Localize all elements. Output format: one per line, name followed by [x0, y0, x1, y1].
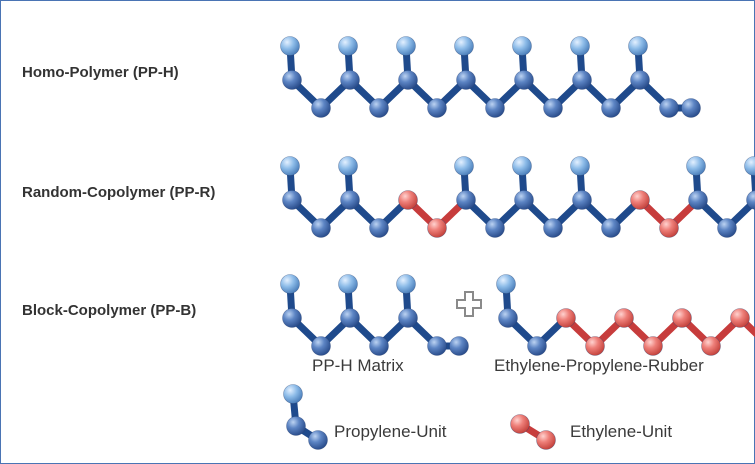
propylene-bead [340, 70, 360, 90]
propylene-bead [659, 98, 679, 118]
propylene-bead [311, 336, 331, 356]
propylene-bead [282, 190, 302, 210]
propylene-bead [717, 218, 737, 238]
ethylene-bead [536, 430, 556, 450]
methyl-side-bead [570, 156, 590, 176]
propylene-bead [514, 190, 534, 210]
ethylene-bead [659, 218, 679, 238]
methyl-side-bead [744, 156, 755, 176]
propylene-bead [427, 336, 447, 356]
random-copolymer-label: Random-Copolymer (PP-R) [22, 184, 216, 201]
methyl-side-bead [338, 36, 358, 56]
propylene-bead [456, 190, 476, 210]
ethylene-propylene-rubber-caption: Ethylene-Propylene-Rubber [494, 356, 704, 375]
propylene-bead [681, 98, 701, 118]
ethylene-bead [630, 190, 650, 210]
methyl-side-bead [338, 274, 358, 294]
block-copolymer-rubber-chain [496, 274, 755, 356]
ethylene-bead [672, 308, 692, 328]
methyl-side-bead [280, 156, 300, 176]
ethylene-unit-legend-label: Ethylene-Unit [570, 422, 673, 441]
ethylene-bead [427, 218, 447, 238]
propylene-bead [688, 190, 708, 210]
propylene-bead [543, 98, 563, 118]
methyl-side-bead [570, 36, 590, 56]
ethylene-bead [614, 308, 634, 328]
propylene-bead [340, 190, 360, 210]
ethylene-unit-legend-icon [510, 414, 556, 450]
propylene-bead [282, 70, 302, 90]
propylene-bead [485, 98, 505, 118]
propylene-bead [630, 70, 650, 90]
homo-polymer-chain [280, 36, 701, 118]
methyl-side-bead [396, 274, 416, 294]
propylene-bead [498, 308, 518, 328]
ethylene-bead [398, 190, 418, 210]
propylene-unit-legend-icon [283, 384, 328, 450]
homo-polymer-label: Homo-Polymer (PP-H) [22, 64, 179, 81]
propylene-unit-legend-label: Propylene-Unit [334, 422, 447, 441]
methyl-side-bead [454, 156, 474, 176]
methyl-side-bead [280, 36, 300, 56]
propylene-bead [514, 70, 534, 90]
propylene-bead [286, 416, 306, 436]
propylene-bead [601, 218, 621, 238]
methyl-side-bead [512, 156, 532, 176]
propylene-bead [369, 98, 389, 118]
propylene-bead [311, 98, 331, 118]
propylene-bead [572, 70, 592, 90]
propylene-bead [308, 430, 328, 450]
methyl-side-bead [280, 274, 300, 294]
block-copolymer-matrix-chain [280, 274, 469, 356]
ethylene-bead [510, 414, 530, 434]
methyl-side-bead [686, 156, 706, 176]
propylene-bead [485, 218, 505, 238]
propylene-bead [340, 308, 360, 328]
ethylene-bead [701, 336, 721, 356]
methyl-side-bead [396, 36, 416, 56]
ethylene-bead [643, 336, 663, 356]
methyl-side-bead [283, 384, 303, 404]
propylene-bead [398, 70, 418, 90]
propylene-bead [601, 98, 621, 118]
propylene-bead [427, 98, 447, 118]
ethylene-bead [585, 336, 605, 356]
propylene-bead [398, 308, 418, 328]
methyl-side-bead [496, 274, 516, 294]
propylene-bead [369, 336, 389, 356]
methyl-side-bead [338, 156, 358, 176]
ethylene-bead [556, 308, 576, 328]
random-copolymer-chain [280, 156, 755, 238]
methyl-side-bead [512, 36, 532, 56]
ethylene-bead [730, 308, 750, 328]
propylene-bead [572, 190, 592, 210]
propylene-bead [282, 308, 302, 328]
block-copolymer-label: Block-Copolymer (PP-B) [22, 302, 197, 319]
propylene-bead [527, 336, 547, 356]
pp-h-matrix-caption: PP-H Matrix [312, 356, 404, 375]
propylene-bead [311, 218, 331, 238]
propylene-bead [369, 218, 389, 238]
plus-shape [456, 291, 482, 317]
propylene-bead [456, 70, 476, 90]
plus-icon [456, 291, 482, 317]
methyl-side-bead [628, 36, 648, 56]
propylene-bead [543, 218, 563, 238]
propylene-bead [449, 336, 469, 356]
methyl-side-bead [454, 36, 474, 56]
propylene-bead [746, 190, 755, 210]
